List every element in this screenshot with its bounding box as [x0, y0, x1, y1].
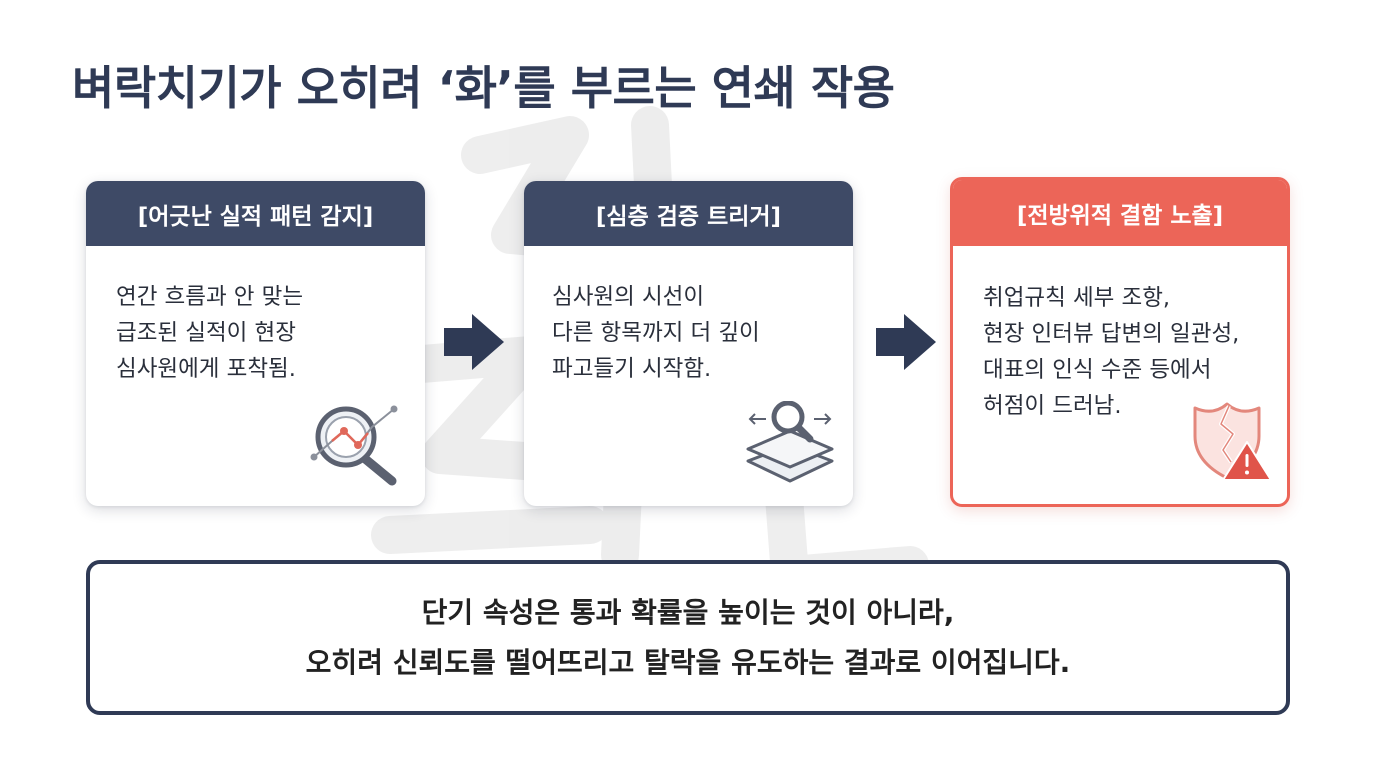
step-card-text-line: 현장 인터뷰 답변의 일관성, — [983, 321, 1240, 347]
step-card-text-line: 다른 항목까지 더 깊이 — [552, 320, 760, 346]
flow-arrow-icon — [444, 314, 504, 370]
conclusion-text-line: 오히려 신뢰도를 떨어뜨리고 탈락을 유도하는 결과로 이어집니다. — [305, 645, 1071, 679]
broken-shield-warning-icon — [1193, 402, 1272, 481]
magnifier-chart-icon — [310, 405, 398, 486]
step-card-text-line: 취업규칙 세부 조항, — [983, 285, 1171, 311]
step-card-text-line: 심사원에게 포착됨. — [116, 356, 296, 382]
step-card-pattern-detection: [어긋난 실적 패턴 감지] 연간 흐름과 안 맞는 급조된 실적이 현장 심사… — [86, 181, 425, 506]
step-card-text-line: 대표의 인식 수준 등에서 — [983, 357, 1212, 383]
conclusion-box: 단기 속성은 통과 확률을 높이는 것이 아니라, 오히려 신뢰도를 떨어뜨리고… — [86, 560, 1290, 715]
flow-arrow-icon — [876, 314, 936, 370]
layered-search-icon — [746, 401, 834, 483]
step-card-text-line: 심사원의 시선이 — [552, 284, 705, 310]
conclusion-text-line: 단기 속성은 통과 확률을 높이는 것이 아니라, — [421, 595, 955, 629]
step-card-header: [전방위적 결함 노출] — [953, 180, 1287, 246]
step-card-body: 심사원의 시선이 다른 항목까지 더 깊이 파고들기 시작함. — [524, 246, 853, 387]
step-card-body: 취업규칙 세부 조항, 현장 인터뷰 답변의 일관성, 대표의 인식 수준 등에… — [953, 246, 1287, 424]
step-card-deep-verification: [심층 검증 트리거] 심사원의 시선이 다른 항목까지 더 깊이 파고들기 시… — [524, 181, 853, 506]
step-card-header: [어긋난 실적 패턴 감지] — [86, 181, 425, 246]
step-card-text-line: 파고들기 시작함. — [552, 356, 712, 382]
step-card-body: 연간 흐름과 안 맞는 급조된 실적이 현장 심사원에게 포착됨. — [86, 246, 425, 387]
step-card-text-line: 허점이 드러남. — [983, 393, 1122, 419]
step-card-text-line: 급조된 실적이 현장 — [116, 320, 296, 346]
step-card-defect-exposure: [전방위적 결함 노출] 취업규칙 세부 조항, 현장 인터뷰 답변의 일관성,… — [950, 177, 1290, 507]
step-card-text-line: 연간 흐름과 안 맞는 — [116, 284, 304, 310]
page-title: 벼락치기가 오히려 ‘화’를 부르는 연쇄 작용 — [72, 61, 895, 115]
step-card-header: [심층 검증 트리거] — [524, 181, 853, 246]
